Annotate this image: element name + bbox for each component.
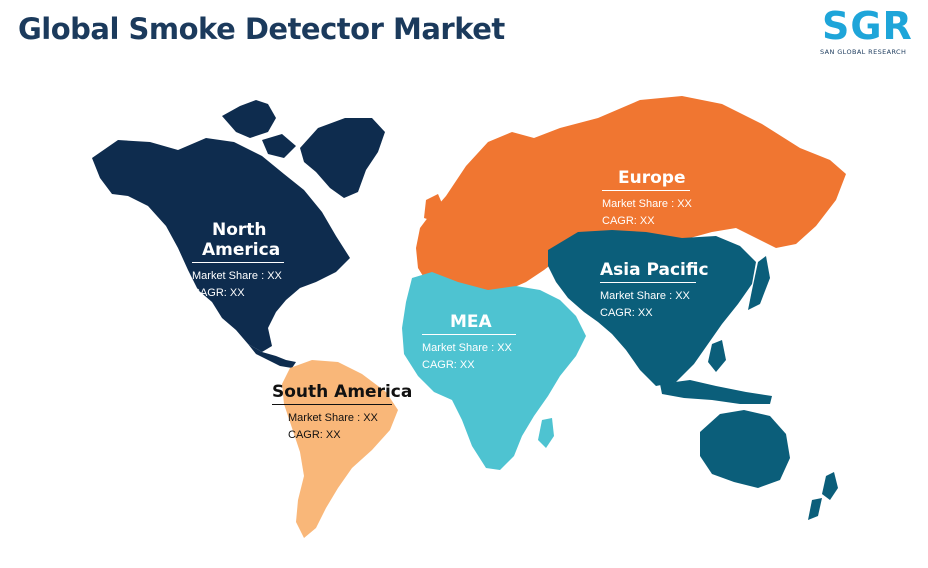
europe-market-share: Market Share : XX (602, 198, 692, 210)
europe-region[interactable] (416, 96, 846, 294)
greenland-region[interactable] (300, 118, 385, 198)
asia-pacific-divider (600, 282, 696, 283)
asia-pacific-cagr: CAGR: XX (600, 307, 653, 319)
europe-name: Europe (618, 168, 686, 188)
asia-pacific-region[interactable] (548, 230, 756, 386)
north-america-name-2: America (202, 240, 281, 260)
south-america-name: South America (272, 382, 413, 402)
south-america-label: South America Market Share : XX CAGR: XX (272, 382, 412, 444)
europe-cagr: CAGR: XX (602, 215, 655, 227)
asia-pacific-label: Asia Pacific Market Share : XX CAGR: XX (600, 260, 709, 322)
arctic-islands-east (262, 134, 296, 158)
north-america-cagr: CAGR: XX (192, 287, 245, 299)
mea-divider (422, 334, 516, 335)
mea-name: MEA (450, 312, 492, 332)
south-america-divider (272, 404, 392, 405)
south-america-cagr: CAGR: XX (288, 429, 341, 441)
japan (748, 256, 770, 310)
page-title: Global Smoke Detector Market (18, 12, 505, 46)
philippines (708, 340, 726, 372)
sgr-logo: SGR SAN GLOBAL RESEARCH (806, 4, 916, 62)
mea-cagr: CAGR: XX (422, 359, 475, 371)
new-zealand (822, 472, 838, 500)
southeast-asia-islands (660, 380, 772, 404)
madagascar (538, 418, 554, 448)
british-isles (424, 194, 444, 222)
south-america-market-share: Market Share : XX (288, 412, 378, 424)
arctic-islands (222, 100, 276, 138)
new-zealand-south (808, 498, 822, 520)
asia-pacific-name: Asia Pacific (600, 260, 709, 280)
australia (700, 410, 790, 488)
north-america-region[interactable] (92, 138, 350, 352)
central-america-region (248, 344, 296, 368)
logo-text: SGR (822, 4, 913, 48)
mea-market-share: Market Share : XX (422, 342, 512, 354)
north-america-divider (192, 262, 284, 263)
europe-divider (602, 190, 690, 191)
mea-label: MEA Market Share : XX CAGR: XX (422, 312, 516, 374)
logo-subtitle: SAN GLOBAL RESEARCH (820, 48, 907, 56)
europe-label: Europe Market Share : XX CAGR: XX (602, 168, 692, 230)
mea-region[interactable] (402, 272, 586, 470)
asia-pacific-market-share: Market Share : XX (600, 290, 690, 302)
north-america-label: North America Market Share : XX CAGR: XX (192, 220, 284, 302)
north-america-market-share: Market Share : XX (192, 270, 282, 282)
north-america-name: North (212, 220, 267, 240)
